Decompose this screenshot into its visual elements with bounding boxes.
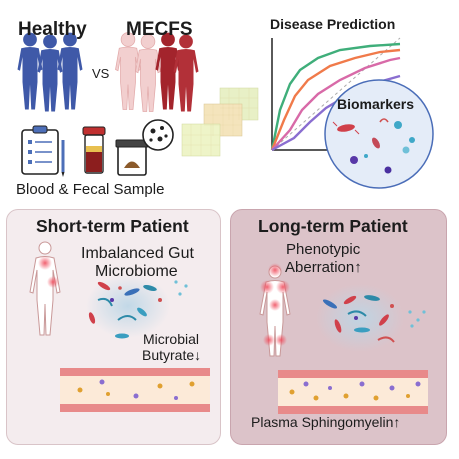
sample-label: Blood & Fecal Sample [16, 181, 165, 198]
mecfs-figures [114, 32, 199, 113]
healthy-label: Healthy [18, 19, 87, 40]
blood-vessel-icon-short [60, 368, 210, 412]
gut-microbiome-cluster-short [86, 274, 188, 339]
healthy-figures [17, 32, 83, 112]
clipboard-icon [21, 125, 65, 177]
stool-sample-icon [115, 119, 174, 176]
mecfs-label: MECFS [126, 19, 193, 40]
gut-line1: Imbalanced Gut [81, 245, 194, 262]
prediction-title: Disease Prediction [270, 16, 396, 32]
biomarkers-circle [324, 79, 434, 189]
gut-line2: Microbiome [95, 263, 178, 280]
body-outline-icon [29, 241, 61, 336]
bacteria-icon [332, 118, 389, 149]
sphingo-label: Plasma Sphingomyelin↑ [251, 414, 401, 430]
butyrate-line1: Microbial [143, 331, 200, 347]
long-term-title: Long-term Patient [258, 216, 408, 236]
vs-label: VS [92, 66, 110, 81]
blood-vessel-icon-long [278, 370, 428, 414]
biomarkers-label: Biomarkers [337, 96, 415, 112]
blood-tube-icon [82, 126, 106, 174]
phenotype-line1: Phenotypic [286, 241, 361, 258]
butyrate-line2: Butyrate↓ [142, 347, 202, 363]
gut-microbiome-cluster-long [316, 284, 426, 352]
heatmap-tiles-icon [181, 87, 259, 157]
short-term-title: Short-term Patient [36, 216, 189, 236]
phenotype-line2: Aberration↑ [285, 259, 362, 276]
body-outline-icon-long [259, 263, 291, 357]
